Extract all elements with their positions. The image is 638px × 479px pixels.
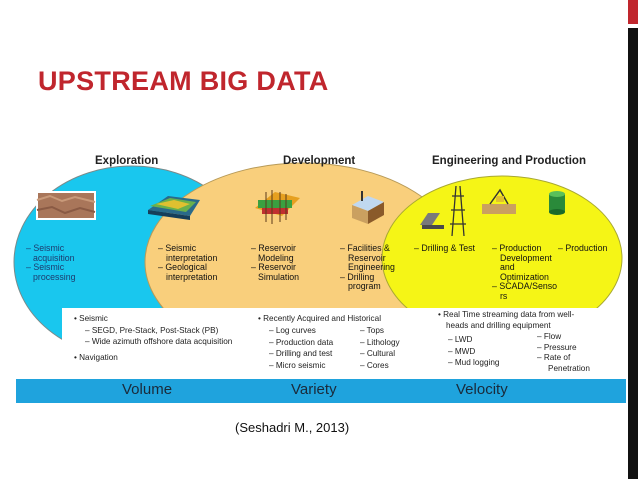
citation: (Seshadri M., 2013) <box>235 420 350 435</box>
process-production-dev: – Production Development and Optimizatio… <box>492 243 558 301</box>
production-site-image <box>482 188 516 214</box>
bar-label-velocity: Velocity <box>456 381 508 398</box>
geology-block-image <box>352 191 384 224</box>
list-velocity-col1: – LWD – MWD – Mud logging <box>448 335 500 367</box>
accent-bar <box>628 28 638 479</box>
list-variety-col1: – Log curves – Production data – Drillin… <box>269 326 334 370</box>
process-drilling-test: – Drilling & Test <box>414 243 475 253</box>
seismic-map-image <box>36 191 96 220</box>
bar-label-volume: Volume <box>122 381 173 398</box>
heading-engineering: Engineering and Production <box>432 155 586 167</box>
heading-development: Development <box>283 155 356 167</box>
accent-top <box>628 0 638 24</box>
reservoir-model-image <box>255 190 300 224</box>
slide-title: UPSTREAM BIG DATA <box>38 66 329 96</box>
list-velocity: • Real Time streaming data from well- he… <box>438 310 575 330</box>
process-facilities: – Facilities & Reservoir Engineering – D… <box>340 243 395 292</box>
process-production: – Production <box>558 243 608 253</box>
heading-exploration: Exploration <box>95 155 159 167</box>
process-exploration-overlap: – Seismic interpretation – Geological in… <box>158 243 218 282</box>
seismic-volume-image <box>148 196 200 220</box>
list-panel <box>62 308 616 378</box>
list-velocity-col2: – Flow – Pressure – Rate of Penetration <box>537 332 590 373</box>
storage-tank-image <box>549 191 565 215</box>
list-variety: • Recently Acquired and Historical <box>258 314 382 323</box>
process-reservoir: – Reservoir Modeling – Reservoir Simulat… <box>251 243 300 282</box>
process-exploration: – Seismic acquisition – Seismic processi… <box>26 243 76 282</box>
list-seismic: • Seismic – SEGD, Pre-Stack, Post-Stack … <box>74 314 233 362</box>
bar-label-variety: Variety <box>291 381 337 398</box>
list-variety-col2: – Tops – Lithology – Cultural – Cores <box>360 326 400 370</box>
drilling-rig-image <box>420 185 466 237</box>
three-v-bar: Volume Variety Velocity <box>16 379 626 403</box>
